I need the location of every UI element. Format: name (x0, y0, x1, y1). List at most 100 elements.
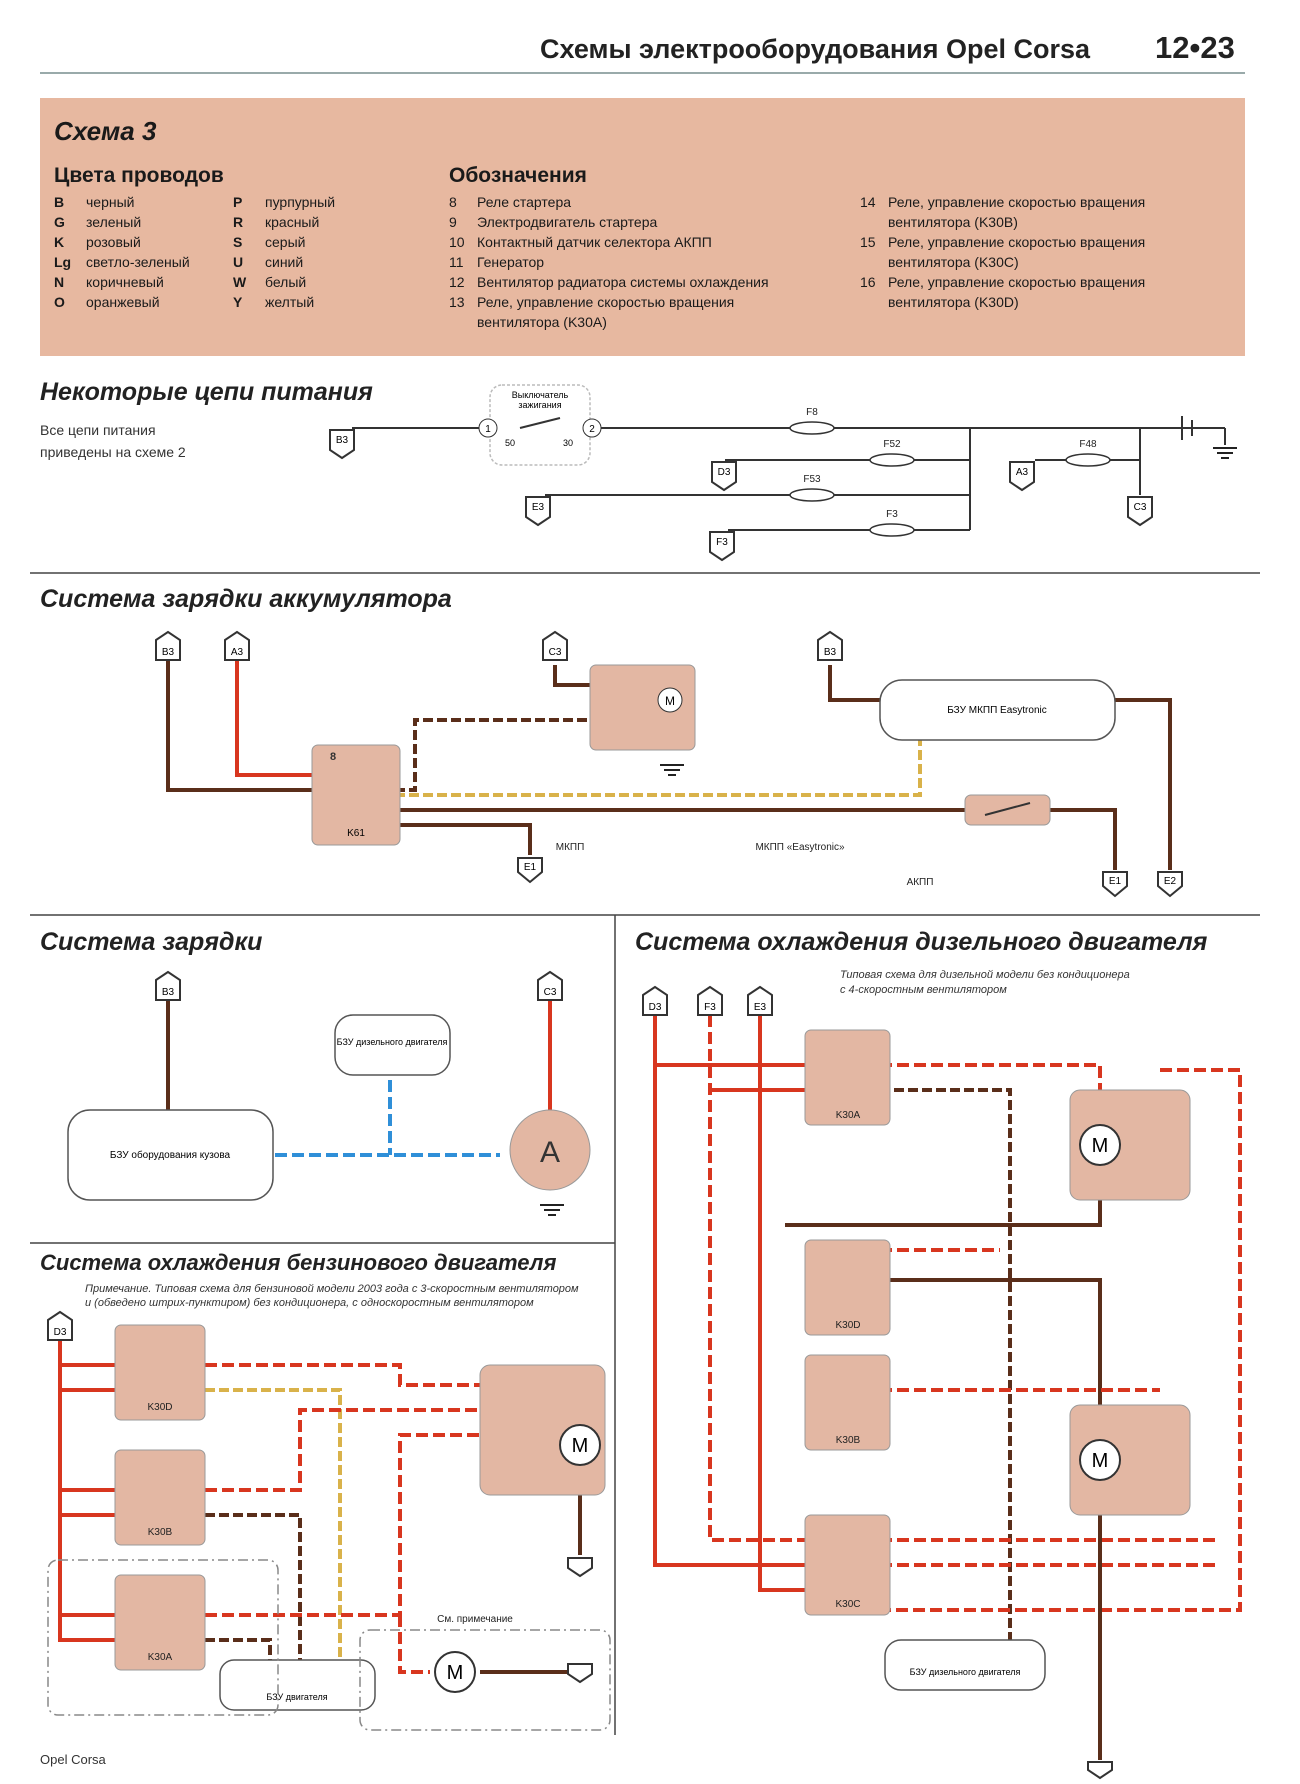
diesel-connectors: D3 F3 E3 (642, 985, 1113, 1780)
svg-text:F3: F3 (704, 1002, 716, 1013)
module-easytronic: БЗУ МКПП Easytronic (947, 705, 1047, 716)
fuse-f8: F8 (806, 407, 818, 418)
module-diesel-ecu-2: БЗУ дизельного двигателя (910, 1667, 1021, 1677)
svg-text:E1: E1 (524, 862, 537, 873)
relay-k30b: K30B (836, 1435, 861, 1446)
page-title: Схемы электрооборудования Opel Corsa (540, 34, 1091, 64)
single-speed-outline (359, 1629, 611, 1731)
charging-connectors: B3 C3 (155, 970, 563, 1001)
petrol-connectors: D3 (47, 1310, 593, 1684)
petrol-relays: K30D K30B K30A (114, 1324, 206, 1671)
fan-motor-icon: M (1092, 1135, 1109, 1157)
relay-k30a: K30A (836, 1110, 861, 1121)
section-title-power: Некоторые цепи питания (40, 378, 373, 406)
relay-k61: K61 (347, 828, 365, 839)
page-number: 12•23 (1155, 30, 1235, 65)
single-speed-fan-icon: M (447, 1662, 464, 1684)
diesel-cooling-wires (653, 1015, 1242, 1760)
k61-relay: 8 K61 (311, 744, 401, 846)
svg-text:E1: E1 (1109, 876, 1122, 887)
svg-text:A3: A3 (231, 647, 244, 658)
fan-motor-icon: M (1092, 1450, 1109, 1472)
designations-title: Обозначения (449, 164, 587, 187)
fuses (789, 421, 1111, 537)
fuse-f3: F3 (886, 509, 898, 520)
fuse-f52: F52 (883, 439, 901, 450)
module-body: БЗУ оборудования кузова (110, 1149, 231, 1161)
relay-k30d-petrol: K30D (147, 1402, 172, 1413)
power-note-1: Все цепи питания (40, 422, 156, 438)
relay-k30b-petrol: K30B (148, 1527, 173, 1538)
svg-text:E2: E2 (1164, 876, 1177, 887)
charging-wires (166, 1000, 552, 1157)
svg-text:D3: D3 (649, 1002, 662, 1013)
akpp-switch (964, 794, 1051, 826)
relay-k30d: K30D (835, 1320, 860, 1331)
module-engine-ecu: БЗУ двигателя (266, 1692, 327, 1702)
svg-text:30: 30 (563, 438, 573, 448)
svg-text:B3: B3 (162, 987, 175, 998)
power-note-2: приведены на схеме 2 (40, 444, 186, 460)
petrol-ecu: БЗУ двигателя (219, 1659, 376, 1711)
ground-icon (1212, 447, 1238, 459)
petrol-cooling-wires (58, 1340, 582, 1674)
easytronic-module: БЗУ МКПП Easytronic (879, 679, 1116, 741)
section-title-petrol-cooling: Система охлаждения бензинового двигателя (40, 1250, 557, 1275)
footer-text: Opel Corsa (40, 1752, 106, 1767)
starter-motor-block: M (589, 664, 696, 776)
svg-text:M: M (665, 694, 675, 708)
relay-k30c: K30C (835, 1599, 860, 1610)
svg-text:50: 50 (505, 438, 515, 448)
single-speed-outline (47, 1559, 279, 1716)
svg-text:E3: E3 (754, 1002, 767, 1013)
petrol-note-1: Примечание. Типовая схема для бензиновой… (85, 1283, 579, 1295)
diesel-fans: M M (1069, 1089, 1191, 1516)
header-rule (40, 72, 1245, 74)
battery-symbol (1181, 416, 1226, 445)
svg-text:C3: C3 (549, 647, 562, 658)
switch-label-1: Выключатель (512, 390, 569, 400)
diesel-note-1: Типовая схема для дизельной модели без к… (840, 969, 1130, 981)
battery-charging-connectors: B3 A3 C3 B3 E1 E1 E2 (155, 630, 1183, 898)
diesel-ecu: БЗУ дизельного двигателя (884, 1639, 1046, 1691)
power-connectors: B3 D3 E3 F3 A3 C3 (329, 429, 1153, 562)
diesel-note-2: с 4-скоростным вентилятором (840, 984, 1007, 996)
relay-k30a-petrol: K30A (148, 1652, 173, 1663)
fuse-f53: F53 (803, 474, 821, 485)
svg-text:C3: C3 (544, 987, 557, 998)
connector-d3: D3 (718, 467, 731, 478)
svg-text:8: 8 (330, 751, 336, 763)
switch-label-2: зажигания (518, 400, 561, 410)
svg-text:B3: B3 (162, 647, 175, 658)
connector-e3: E3 (532, 502, 545, 513)
svg-text:1: 1 (485, 424, 491, 435)
svg-text:D3: D3 (54, 1327, 67, 1338)
petrol-note-2: и (обведено штрих-пунктиром) без кондици… (85, 1297, 534, 1309)
connector-a3: A3 (1016, 467, 1029, 478)
battery-charging-labels: МКПП МКПП «Easytronic» АКПП (556, 842, 934, 888)
section-title-battery-charging: Система зарядки аккумулятора (40, 585, 452, 613)
label-mkpp: МКПП (556, 842, 585, 853)
label-mkpp-easytronic: МКПП «Easytronic» (755, 842, 845, 853)
connector-f3: F3 (716, 537, 728, 548)
charging-components: БЗУ оборудования кузова БЗУ дизельного д… (67, 1014, 591, 1216)
section-title-diesel-cooling: Система охлаждения дизельного двигателя (635, 928, 1208, 956)
wire-colors-title: Цвета проводов (54, 164, 224, 187)
diesel-relays: K30A K30D K30B K30C (804, 1029, 891, 1616)
section-separators (30, 572, 1260, 1735)
scheme-title: Схема 3 (54, 116, 157, 146)
fuse-f48: F48 (1079, 439, 1097, 450)
label-see-note: См. примечание (437, 1614, 513, 1625)
module-diesel-ecu: БЗУ дизельного двигателя (337, 1037, 448, 1047)
petrol-fan: M M (434, 1364, 606, 1693)
connector-c3: C3 (1134, 502, 1147, 513)
section-title-charging: Система зарядки (40, 928, 263, 956)
